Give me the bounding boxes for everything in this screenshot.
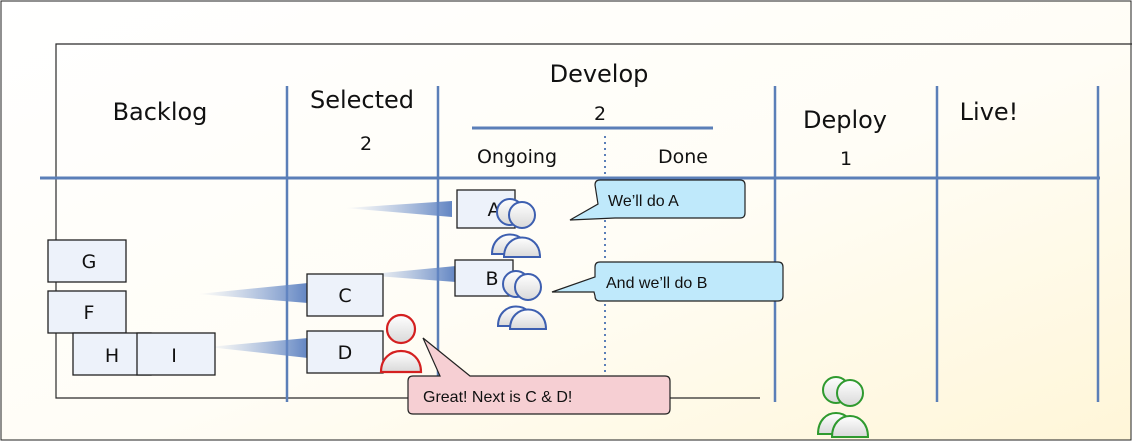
speech-bubbles: We’ll do A And we’ll do B Great! Next is… bbox=[407, 179, 784, 415]
motion-trail bbox=[362, 266, 456, 282]
column-headers: Backlog Selected 2 Develop 2 Ongoing Don… bbox=[113, 60, 1019, 170]
develop-ongoing-label: Ongoing bbox=[477, 146, 557, 168]
card-d-label: D bbox=[338, 342, 353, 364]
person-pair-icon bbox=[816, 376, 870, 438]
bubble-dev-a-text: We’ll do A bbox=[608, 193, 679, 210]
bubble-dev-b-text: And we’ll do B bbox=[606, 275, 707, 292]
card-b-label: B bbox=[485, 268, 498, 290]
deploy-limit: 1 bbox=[840, 148, 852, 170]
card-i-label: I bbox=[171, 345, 177, 367]
card-c[interactable]: C bbox=[306, 273, 384, 317]
live-title: Live! bbox=[960, 98, 1019, 126]
people bbox=[379, 198, 870, 438]
card-i[interactable]: I bbox=[136, 332, 216, 376]
develop-limit: 2 bbox=[594, 103, 606, 125]
motion-trail bbox=[345, 201, 452, 217]
develop-done-label: Done bbox=[658, 146, 708, 168]
card-h-label: H bbox=[105, 345, 119, 367]
motion-trails bbox=[198, 201, 456, 358]
person-pair-icon bbox=[496, 270, 548, 330]
card-f-label: F bbox=[84, 302, 95, 324]
cards: A B C D G F H I bbox=[47, 189, 516, 376]
card-g-label: G bbox=[82, 251, 97, 273]
bubble-manager-text: Great! Next is C & D! bbox=[423, 389, 572, 406]
bubble-manager: Great! Next is C & D! bbox=[407, 337, 671, 415]
card-f[interactable]: F bbox=[47, 290, 127, 334]
card-g[interactable]: G bbox=[47, 239, 127, 283]
selected-title: Selected bbox=[310, 86, 414, 114]
develop-title: Develop bbox=[550, 60, 649, 88]
deploy-title: Deploy bbox=[803, 106, 887, 134]
selected-limit: 2 bbox=[360, 133, 372, 155]
motion-trail bbox=[198, 283, 308, 303]
card-d[interactable]: D bbox=[306, 330, 384, 374]
person-pair-icon bbox=[490, 198, 542, 258]
card-c-label: C bbox=[338, 285, 351, 307]
bubble-dev-a: We’ll do A bbox=[569, 179, 746, 221]
bubble-dev-b: And we’ll do B bbox=[551, 261, 784, 302]
motion-trail bbox=[208, 338, 308, 358]
backlog-title: Backlog bbox=[113, 98, 208, 126]
person-icon bbox=[379, 313, 423, 374]
